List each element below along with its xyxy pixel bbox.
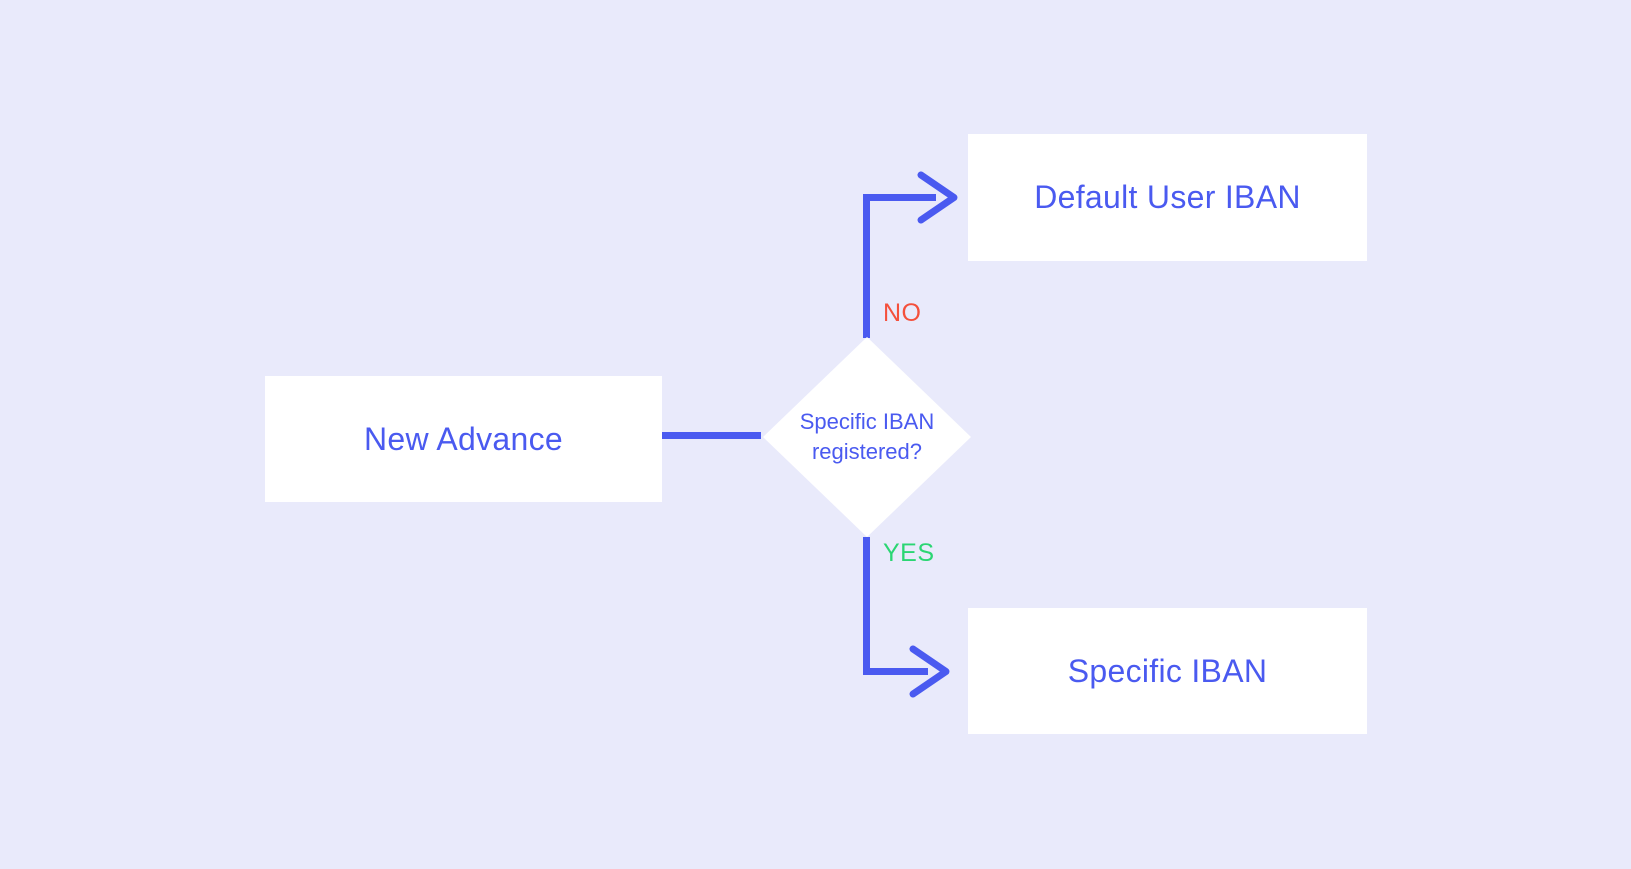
edge-decision-to-default-iban [863,194,936,338]
edge-decision-to-specific-iban [863,537,928,675]
node-default-user-iban-label: Default User IBAN [1034,179,1301,215]
node-new-advance-label: New Advance [364,420,563,457]
edge-label-no: NO [883,299,922,327]
node-specific-iban-label: Specific IBAN [1067,652,1268,689]
node-default-user-iban: Default User IBAN [968,134,1367,261]
node-decision-label: Specific IBAN registered? [799,409,935,464]
arrowhead-no-icon [917,171,958,224]
edge-label-yes: YES [883,539,935,567]
node-new-advance: New Advance [265,376,662,502]
arrowhead-yes-icon [909,645,950,698]
node-specific-iban: Specific IBAN [968,608,1367,734]
